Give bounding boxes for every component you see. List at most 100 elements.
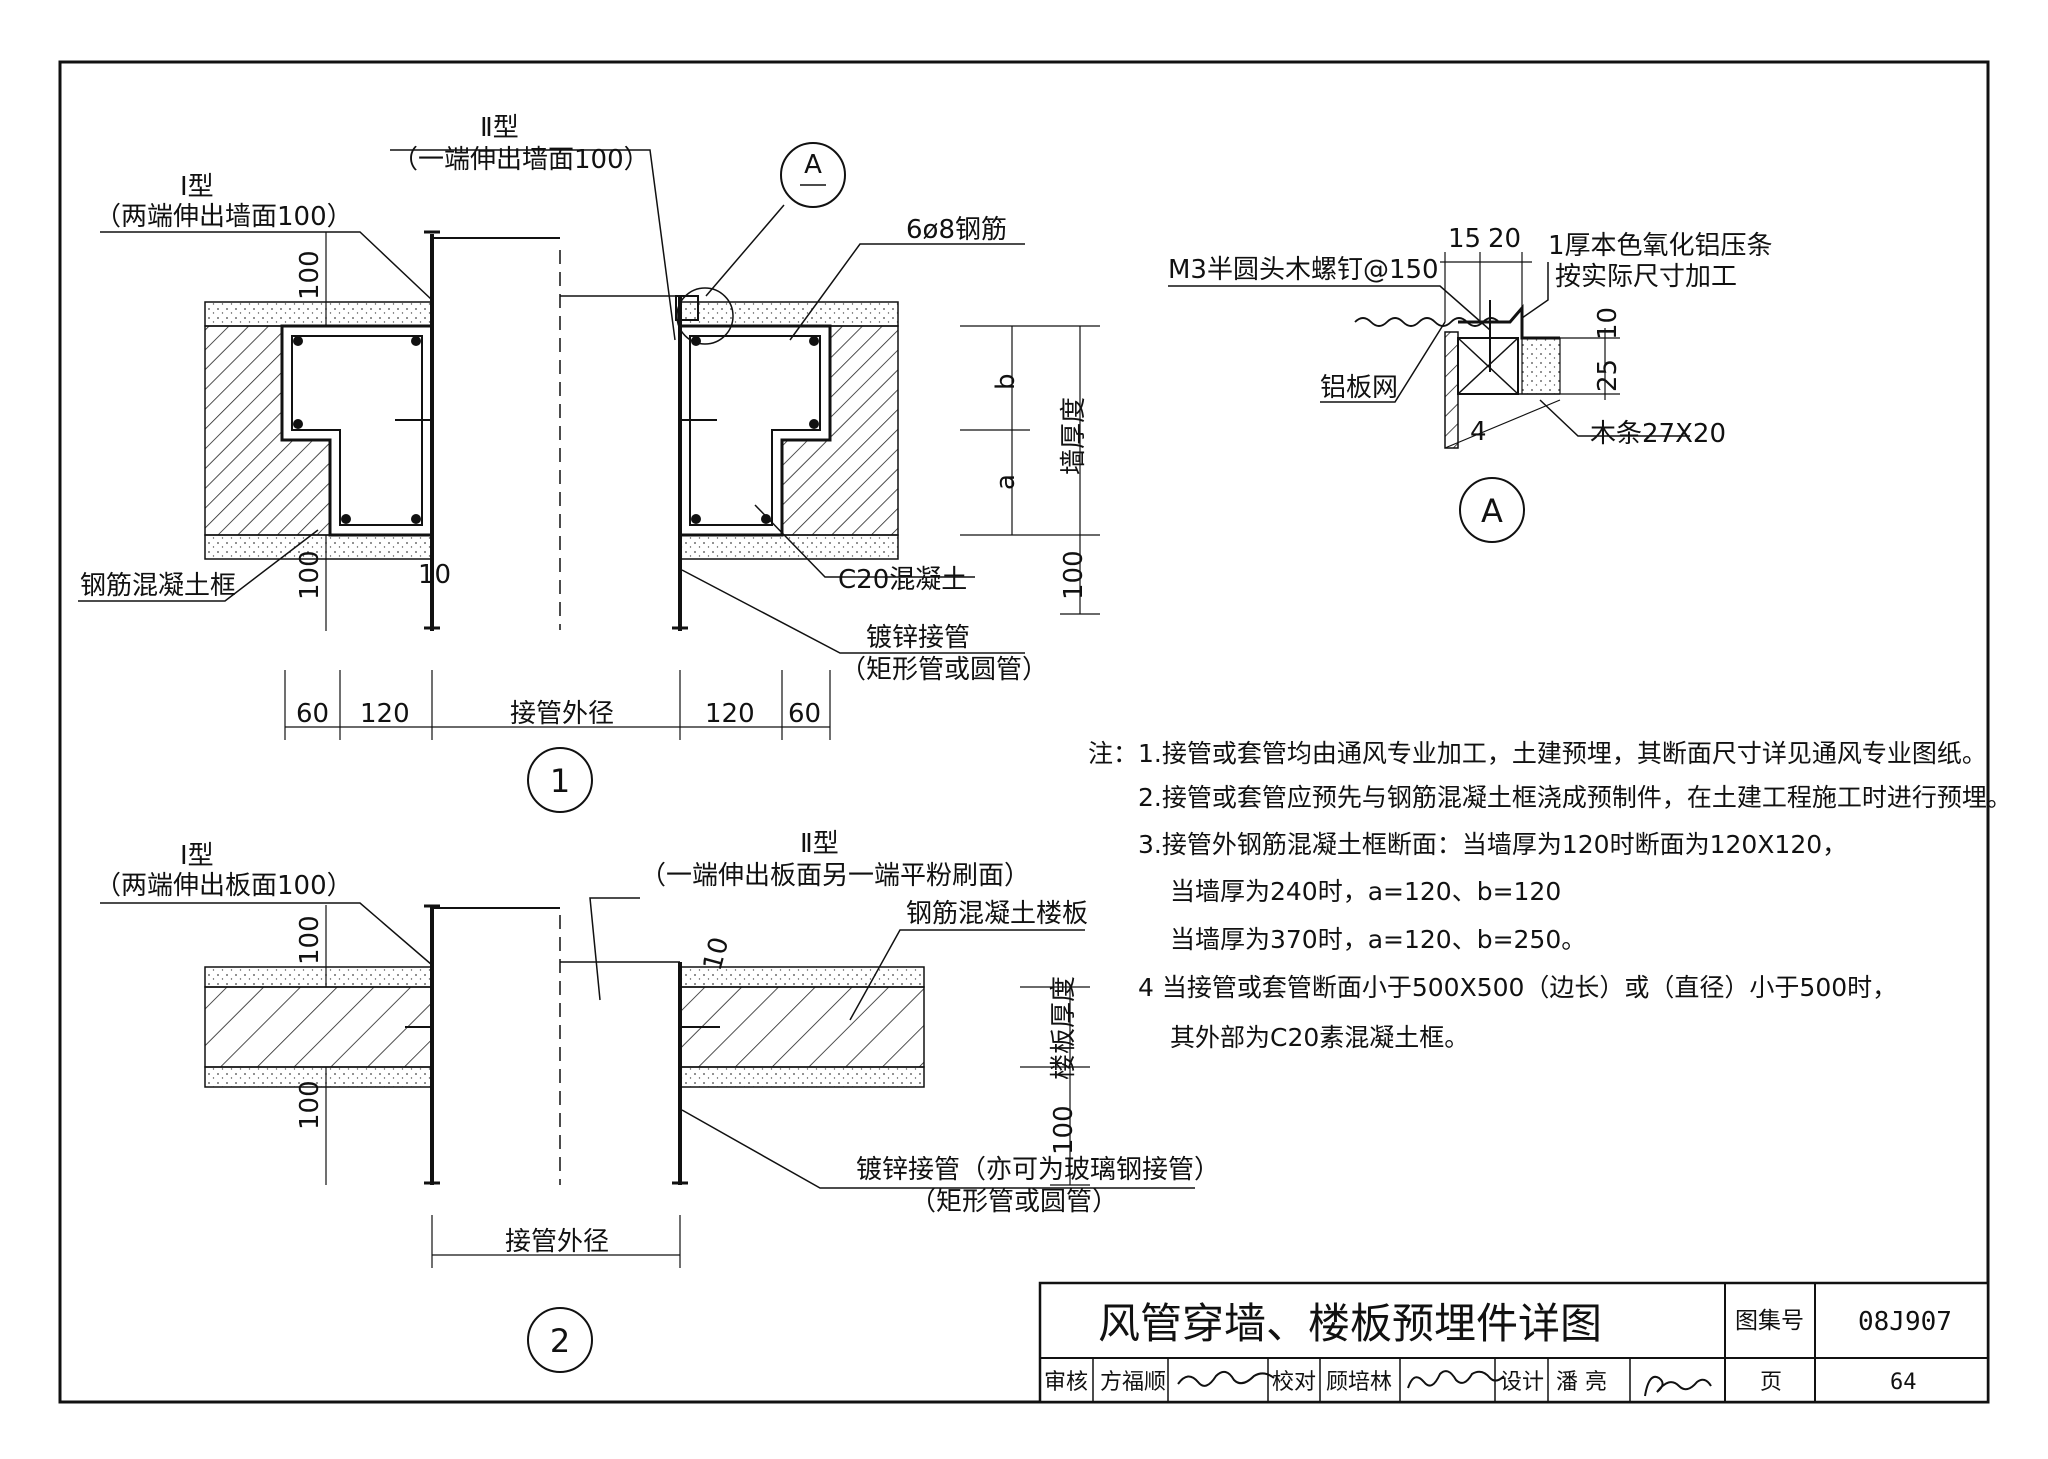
dim-wall-thickness: 墙厚度 <box>1059 397 1089 475</box>
checker-name: 顾培林 <box>1326 1370 1392 1395</box>
detail-a-tag-circle <box>1459 477 1525 543</box>
wall-plaster-top-right <box>679 301 899 327</box>
detail-a-marker-circle <box>676 287 734 345</box>
leader-line <box>1168 285 1491 331</box>
figure-1-wall-detail: Ⅰ型 （两端伸出墙面100） Ⅱ型 （一端伸出墙面100） A 6ø8钢筋 钢筋… <box>78 113 1100 813</box>
detail-a-tag: A <box>1481 492 1503 530</box>
rebar-right <box>689 335 821 526</box>
dim-a: a <box>991 474 1021 490</box>
strip-label: 1厚本色氧化铝压条 <box>1548 231 1773 261</box>
note-line-2: 2.接管或套管应预先与钢筋混凝土框浇成预制件，在土建工程施工时进行预埋。 <box>1138 783 2012 812</box>
pipe-interior <box>432 905 680 1185</box>
pipe-sub-label: （矩形管或圆管） <box>910 1187 1118 1217</box>
concrete-label: C20混凝土 <box>838 565 967 595</box>
dim-15: 15 <box>1448 224 1481 254</box>
note-line-7: 其外部为C20素混凝土框。 <box>1170 1023 1469 1052</box>
leader-line <box>100 902 433 966</box>
aluminium-mesh <box>1354 317 1500 327</box>
dim-outer-diameter: 接管外径 <box>505 1227 609 1257</box>
type2-note: （一端伸出板面另一端平粉刷面） <box>640 861 1030 891</box>
atlas-label: 图集号 <box>1735 1308 1804 1334</box>
wall-finish <box>1444 331 1459 449</box>
note-line-4: 当墙厚为240时，a=120、b=120 <box>1170 877 1561 906</box>
ground-line <box>1444 399 1561 449</box>
leader-line <box>681 569 1025 654</box>
screw-label: M3半圆头木螺钉@150 <box>1168 255 1439 285</box>
type1-note: （两端伸出板面100） <box>95 871 353 901</box>
slab-plaster-bottom-right <box>679 1066 925 1088</box>
type2-title: Ⅱ型 <box>800 829 839 859</box>
dim-100-top: 100 <box>295 915 325 965</box>
dim-100-top: 100 <box>295 250 325 300</box>
rebar-dot <box>341 514 351 524</box>
dim-100-right: 100 <box>1049 1105 1079 1155</box>
pipe-label: 镀锌接管 <box>866 623 970 653</box>
figure-1-number-circle <box>527 747 593 813</box>
wall-plaster-top <box>204 301 433 327</box>
dim-slab-thickness: 楼板厚度 <box>1049 976 1079 1080</box>
aluminium-strip <box>1458 303 1560 340</box>
notes: 注： 1.接管或套管均由通风专业加工，土建预埋，其断面尺寸详见通风专业图纸。 2… <box>1088 739 2012 1052</box>
dim-60-right: 60 <box>788 699 821 729</box>
note-line-1: 1.接管或套管均由通风专业加工，土建预埋，其断面尺寸详见通风专业图纸。 <box>1138 739 1987 768</box>
note-line-5: 当墙厚为370时，a=120、b=250。 <box>1170 925 1586 954</box>
page-label: 页 <box>1760 1370 1782 1395</box>
design-label: 设计 <box>1500 1370 1544 1395</box>
pipe-sub-label: （矩形管或圆管） <box>840 655 1048 685</box>
leader-line <box>681 1109 1195 1189</box>
slab-plaster-top <box>204 966 433 988</box>
leader-line <box>754 504 975 578</box>
reviewer-signature <box>1177 1370 1275 1387</box>
atlas-number: 08J907 <box>1858 1307 1952 1337</box>
leader-line <box>1320 321 1446 403</box>
rebar-dot <box>809 419 819 429</box>
type2-title: Ⅱ型 <box>480 113 519 143</box>
figure-1-number: 1 <box>550 762 570 800</box>
drawing-title: 风管穿墙、楼板预埋件详图 <box>1098 1299 1602 1348</box>
rebar-left <box>291 335 423 526</box>
rebar-label: 6ø8钢筋 <box>906 215 1007 245</box>
note-line-6: 4 当接管或套管断面小于500X500（边长）或（直径）小于500时， <box>1138 973 1897 1002</box>
leader-line <box>390 149 676 341</box>
rebar-dot <box>761 514 771 524</box>
type2-note: （一端伸出墙面100） <box>392 145 650 175</box>
wood-label: 木条27X20 <box>1590 419 1726 449</box>
page-number: 64 <box>1890 1370 1917 1395</box>
figure-2-slab-detail: Ⅰ型 （两端伸出板面100） Ⅱ型 （一端伸出板面另一端平粉刷面） 钢筋混凝土楼… <box>95 829 1220 1373</box>
dim-60-left: 60 <box>296 699 329 729</box>
leader-line <box>849 929 1085 1021</box>
review-label: 审核 <box>1044 1370 1088 1395</box>
sheet-border <box>58 60 1990 1404</box>
rebar-dot <box>809 336 819 346</box>
pipe-interior <box>432 234 680 631</box>
rebar-dot <box>411 514 421 524</box>
rebar-dot <box>293 336 303 346</box>
leader-line <box>100 231 433 301</box>
dim-100-right: 100 <box>1059 550 1089 600</box>
type1-title: Ⅰ型 <box>180 172 214 202</box>
detail-a-marker-box <box>675 295 699 321</box>
dim-100-bottom: 100 <box>295 550 325 600</box>
checker-signature <box>1407 1370 1505 1389</box>
dim-b: b <box>991 373 1021 390</box>
rebar-dot <box>293 419 303 429</box>
substrate <box>1521 337 1561 395</box>
wood-cross <box>1457 337 1519 395</box>
dim-20: 20 <box>1488 224 1521 254</box>
pipe-label: 镀锌接管（亦可为玻璃钢接管） <box>856 1155 1220 1185</box>
notes-prefix: 注： <box>1088 739 1138 768</box>
dim-25: 25 <box>1593 359 1623 392</box>
title-block: 风管穿墙、楼板预埋件详图 图集号 08J907 审核 方福顺 校对 顾培林 设计… <box>1038 1281 1990 1404</box>
check-label: 校对 <box>1272 1370 1316 1395</box>
designer-signature <box>1644 1375 1712 1397</box>
slab-concrete-right <box>679 986 925 1068</box>
dim-100-bottom: 100 <box>295 1080 325 1130</box>
rebar-dot <box>691 514 701 524</box>
dim-120-left: 120 <box>360 699 410 729</box>
figure-2-number: 2 <box>550 1322 570 1360</box>
dim-120-right: 120 <box>705 699 755 729</box>
detail-a: M3半圆头木螺钉@150 15 20 1厚本色氧化铝压条 按实际尺寸加工 铝板网… <box>1168 224 1773 543</box>
figure-2-number-circle <box>527 1307 593 1373</box>
rebar-dot <box>411 336 421 346</box>
